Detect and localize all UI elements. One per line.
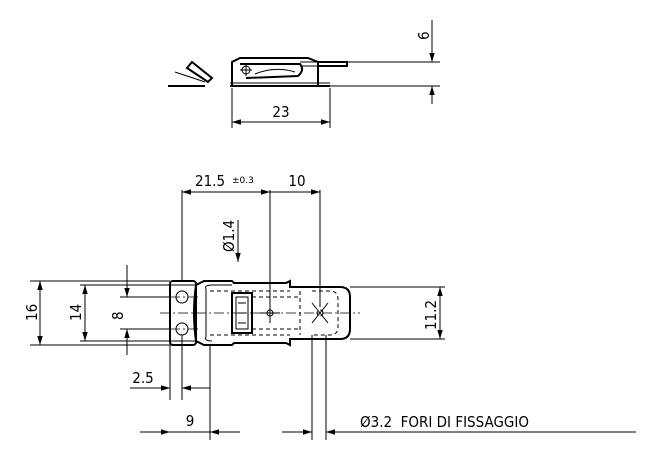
dim-height-top: 6	[415, 31, 433, 40]
dim-tolerance-a: ±0.3	[232, 176, 254, 186]
dim-width-8: 8	[109, 311, 127, 320]
note-fixing-holes: Ø3.2 FORI DI FISSAGGIO	[360, 413, 529, 431]
side-view: 6 23	[168, 20, 440, 128]
dim-offset-25: 2.5	[132, 369, 153, 387]
dim-width-16: 16	[23, 304, 41, 321]
dim-width-top: 23	[272, 103, 289, 121]
dim-length-b: 10	[288, 172, 305, 190]
dim-length-a: 21.5	[195, 172, 225, 190]
dim-pin-diameter: Ø1.4	[220, 220, 238, 252]
plan-view: 21.5 ±0.3 10 Ø1.4 16 14 8 11.2 2.5	[23, 172, 636, 440]
dim-width-14: 14	[67, 304, 85, 321]
dim-offset-9: 9	[186, 412, 195, 430]
dim-width-112: 11.2	[422, 300, 440, 330]
